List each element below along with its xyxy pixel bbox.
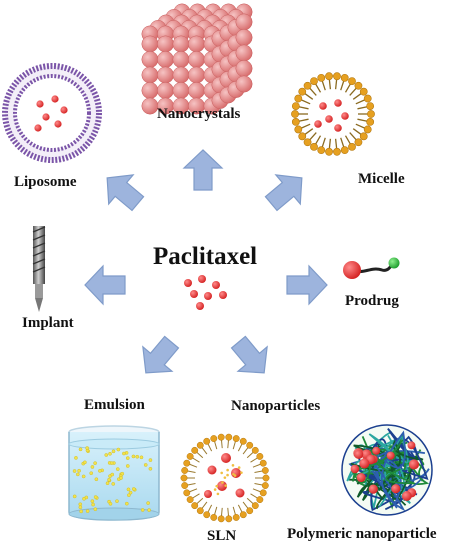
- label-micelle: Micelle: [358, 171, 405, 187]
- label-sln: SLN: [207, 528, 237, 544]
- label-nanoparticles: Nanoparticles: [231, 398, 321, 414]
- label-liposome: Liposome: [14, 174, 77, 190]
- micelle-illustration: [291, 72, 375, 156]
- label-implant: Implant: [22, 315, 74, 331]
- liposome-illustration: [2, 63, 102, 163]
- arrow-to-emulsion: [142, 335, 180, 374]
- label-emulsion: Emulsion: [84, 397, 145, 413]
- label-prodrug: Prodrug: [345, 293, 399, 309]
- arrow-to-implant: [84, 264, 126, 306]
- arrow-to-nanoparticles: [230, 335, 268, 374]
- paclitaxel-molecules: [184, 275, 227, 310]
- label-nanocrystals: Nanocrystals: [157, 106, 241, 122]
- arrow-to-nanocrystals: [182, 149, 224, 191]
- arrows: [84, 149, 328, 374]
- arrow-to-micelle: [264, 174, 303, 212]
- label-polymeric-nanoparticle: Polymeric nanoparticle: [287, 526, 437, 542]
- polymeric-nanoparticle-illustration: [341, 424, 433, 516]
- center-title-paclitaxel: Paclitaxel: [153, 243, 258, 270]
- arrow-to-prodrug: [286, 264, 328, 306]
- implant-illustration: [32, 226, 46, 312]
- nanocrystals-illustration: [141, 3, 253, 115]
- sln-illustration: [180, 433, 270, 523]
- emulsion-illustration: [68, 425, 160, 521]
- prodrug-illustration: [343, 257, 400, 279]
- arrow-to-liposome: [106, 174, 145, 212]
